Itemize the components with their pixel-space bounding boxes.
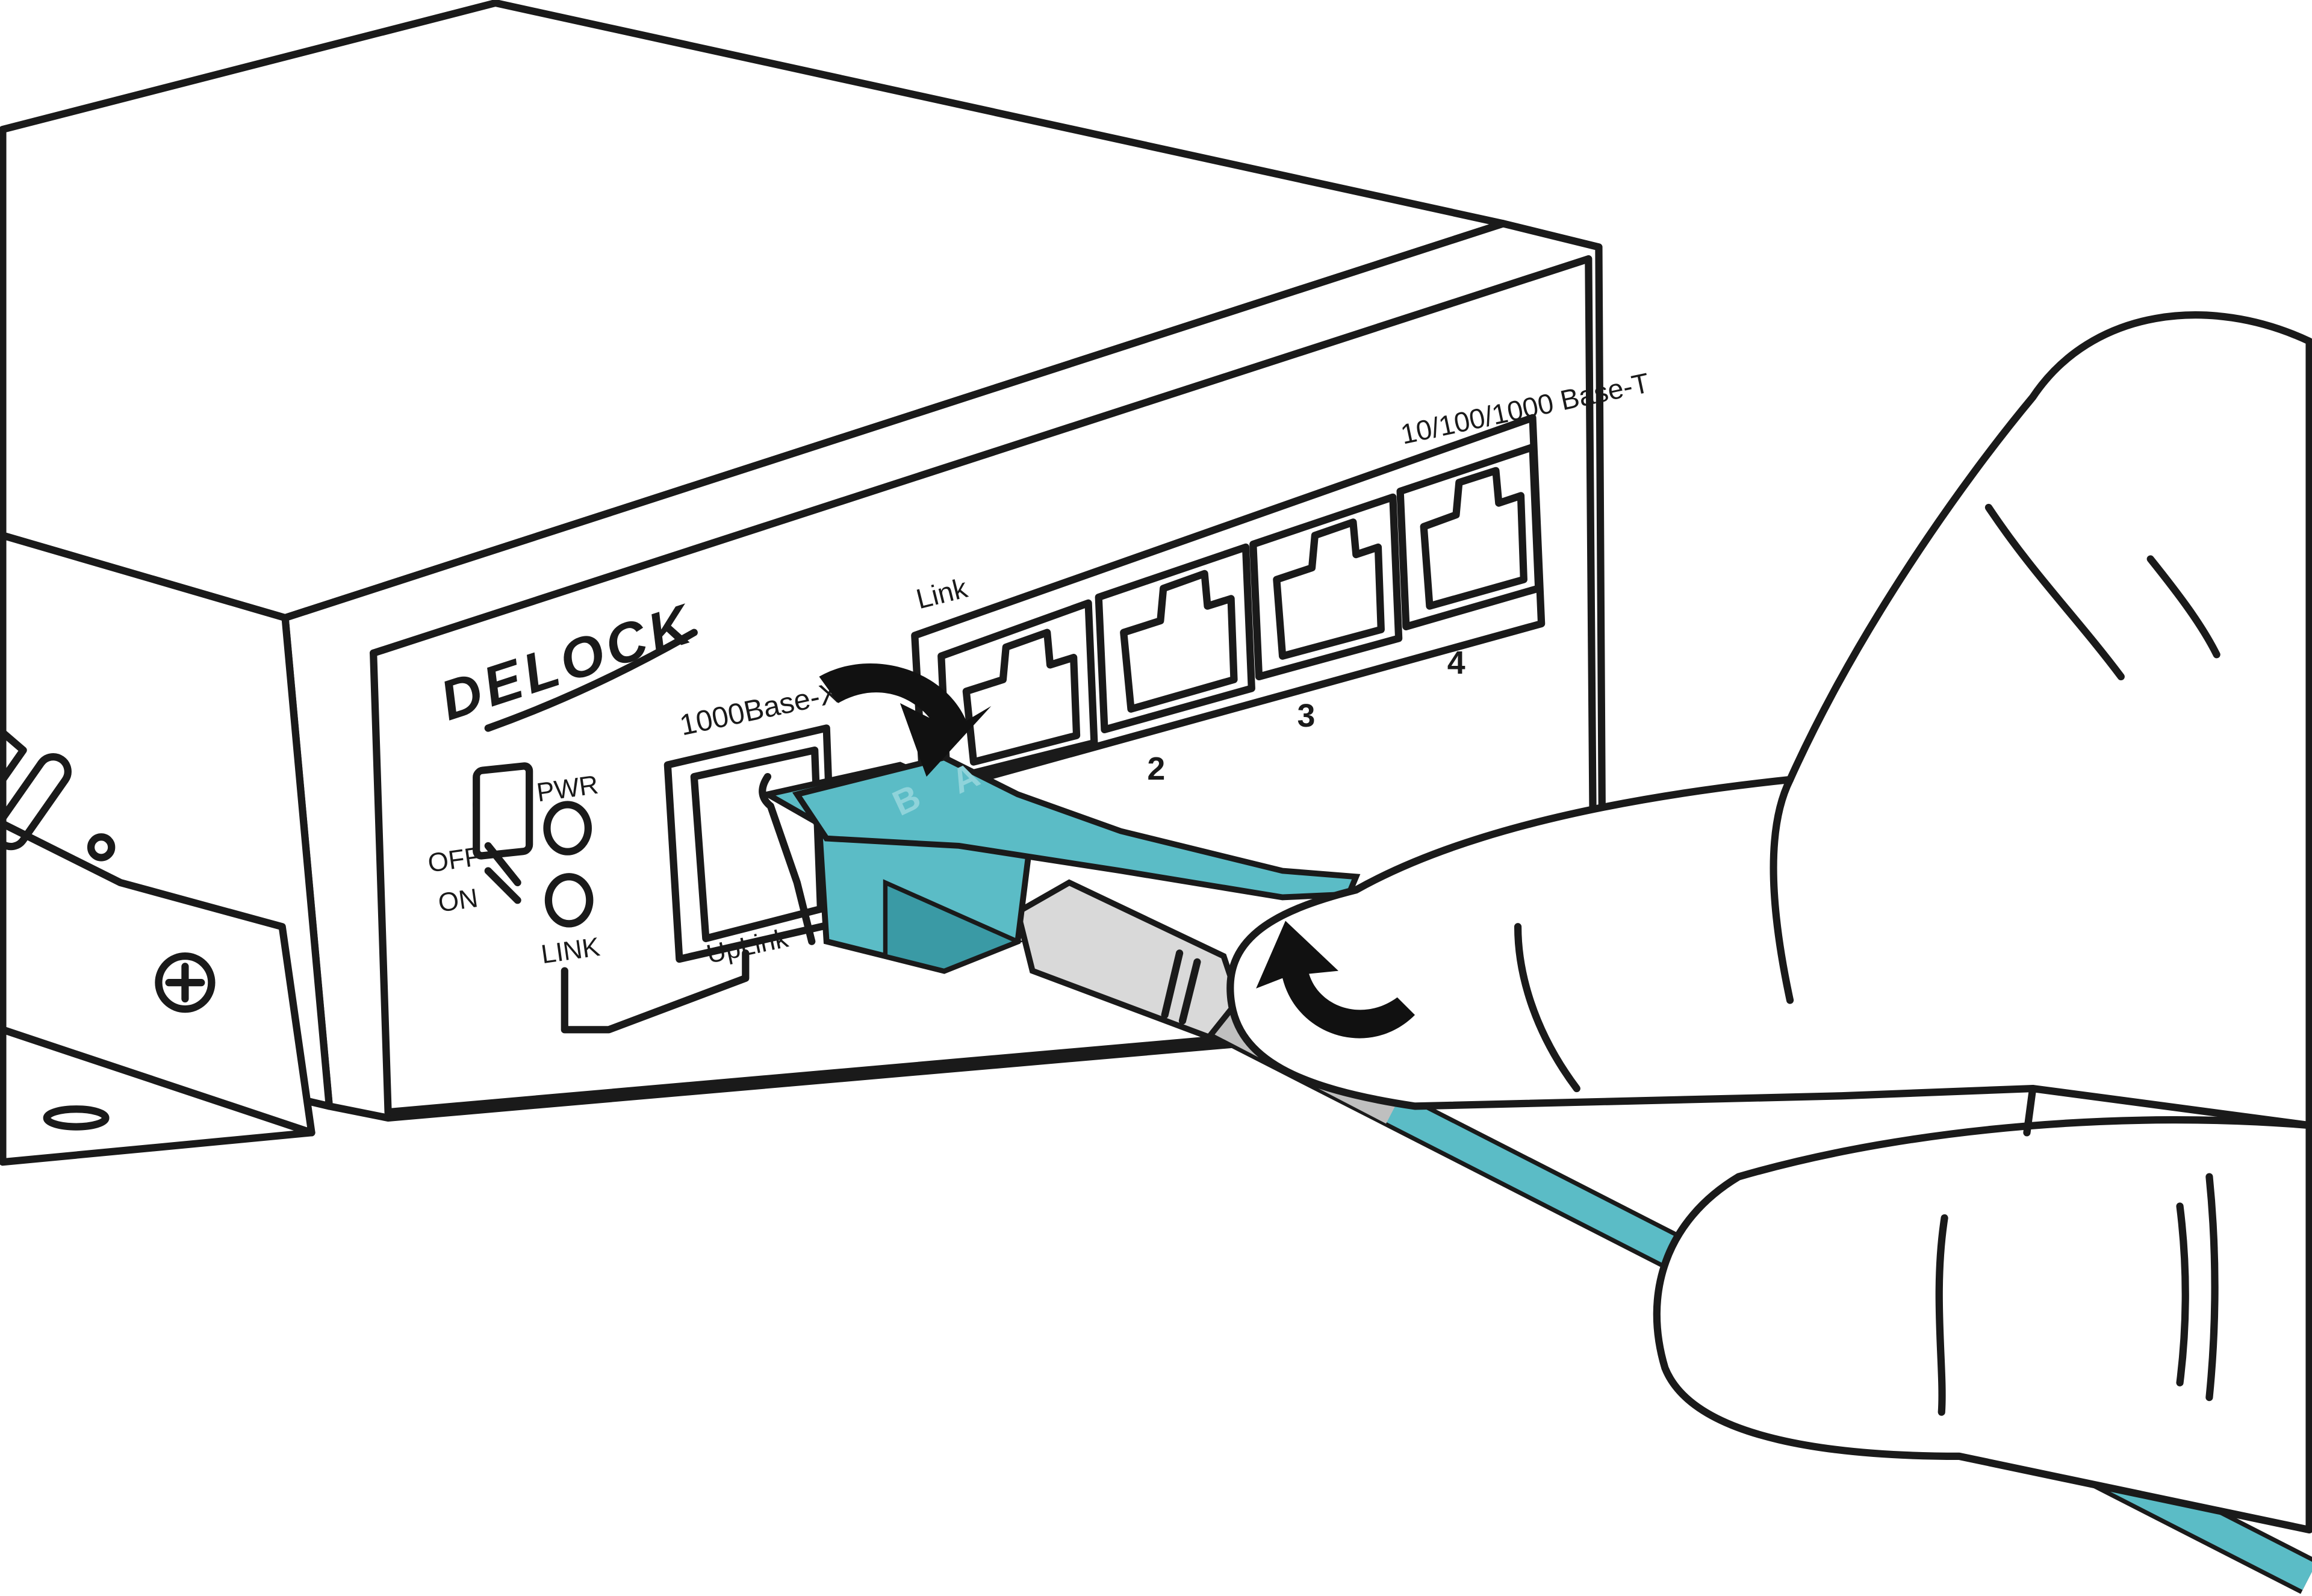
dip-switch <box>473 762 533 860</box>
port-number-3: 3 <box>1297 698 1316 734</box>
link-led <box>544 873 594 928</box>
port-number-4: 4 <box>1447 645 1465 681</box>
rj45-port <box>1396 443 1543 630</box>
rj45-port <box>1249 493 1403 681</box>
on-label: ON <box>437 883 480 918</box>
curved-arrow-icon <box>819 663 992 777</box>
pwr-led <box>543 801 592 855</box>
screw-icon <box>155 952 216 1013</box>
dip-switch-area: 1 2 OFF ON PWR LINK <box>426 762 750 1034</box>
hand <box>1226 311 2312 1534</box>
curved-arrow-icon <box>1256 921 1415 1039</box>
connector-latch <box>792 754 1361 901</box>
rj45-port <box>1095 543 1255 733</box>
lc-duplex-connector: B A <box>759 754 1361 1041</box>
port-number-2: 2 <box>1147 751 1165 787</box>
